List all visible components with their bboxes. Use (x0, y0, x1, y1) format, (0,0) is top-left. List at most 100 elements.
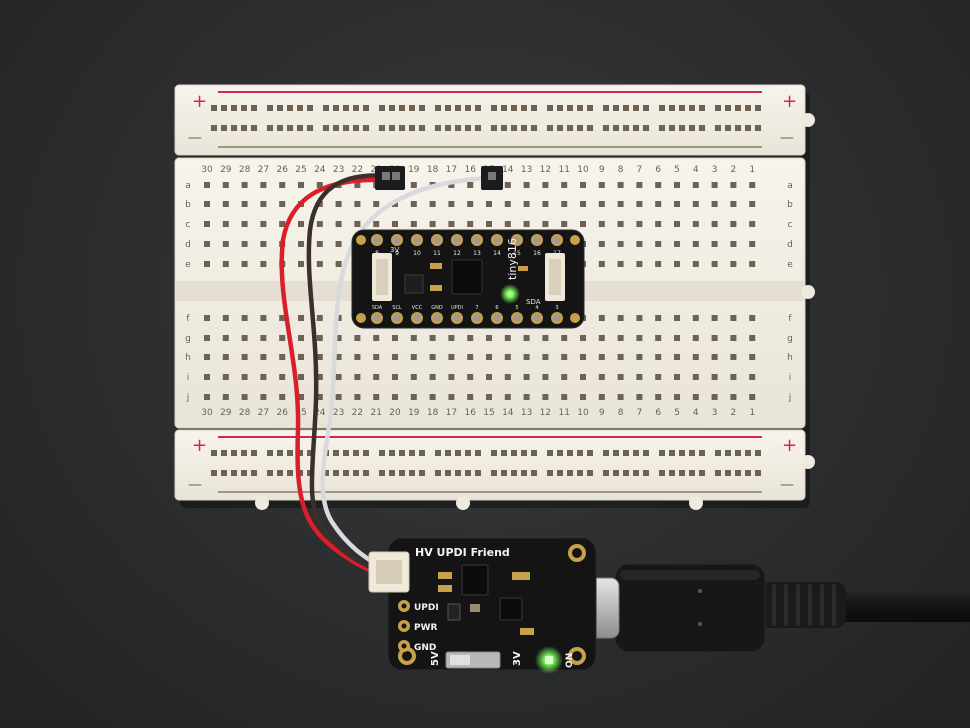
breadboard-hole (504, 182, 511, 188)
breadboard-hole (316, 182, 323, 188)
breadboard-hole (561, 182, 568, 188)
rail-hole (521, 470, 527, 476)
breadboard-hole (636, 241, 643, 247)
header-pin (382, 172, 390, 180)
header-pin (433, 236, 441, 244)
breadboard-hole (617, 241, 624, 247)
column-number: 1 (749, 408, 755, 418)
header-pin (433, 314, 441, 322)
breadboard-hole (241, 394, 248, 400)
rail-hole (353, 105, 359, 111)
column-number: 8 (618, 165, 624, 175)
rail-hole (491, 450, 497, 456)
breadboard-hole (711, 182, 718, 188)
breadboard-hole (316, 335, 323, 341)
rail-hole (689, 450, 695, 456)
breadboard-hole (204, 335, 210, 341)
breadboard-hole (523, 221, 530, 227)
nub (801, 455, 815, 469)
rail-hole (445, 105, 451, 111)
rail-hole (211, 105, 217, 111)
rail-hole (521, 450, 527, 456)
rail-hole (511, 470, 517, 476)
tiny-pin-label: 10 (413, 250, 421, 257)
tiny-pin-label: 6 (495, 305, 498, 311)
breadboard-hole (298, 221, 304, 227)
breadboard-hole (467, 182, 474, 188)
switch-label-5v: 5V (430, 651, 441, 666)
column-number: 29 (220, 165, 232, 175)
rail-hole (531, 125, 537, 131)
breadboard-hole (598, 354, 605, 360)
breadboard-hole (674, 221, 680, 227)
rail-minus-label: — (188, 477, 202, 493)
column-number: 22 (352, 408, 363, 418)
rail-hole (745, 125, 751, 131)
rail-hole (455, 125, 461, 131)
column-number: 21 (370, 408, 381, 418)
breadboard-hole (749, 201, 756, 207)
row-letter: h (185, 353, 191, 363)
breadboard-hole (749, 261, 756, 267)
breadboard-hole (711, 354, 718, 360)
breadboard-hole (260, 394, 267, 400)
rail-hole (241, 450, 247, 456)
rail-plus-label: + (192, 435, 207, 456)
row-letter: g (787, 334, 793, 344)
breadboard-hole (561, 221, 568, 227)
breadboard-hole (655, 221, 662, 227)
tiny-pin-label: UPDI (451, 305, 463, 311)
mount-hole-center (402, 651, 412, 661)
mount-hole (356, 313, 366, 323)
rail-hole (231, 470, 237, 476)
breadboard-hole (504, 374, 511, 380)
header-pin (373, 236, 381, 244)
rail-hole (231, 125, 237, 131)
header-pin (413, 314, 421, 322)
row-letter: f (788, 314, 792, 324)
breadboard-hole (279, 182, 286, 188)
breadboard-hole (617, 374, 624, 380)
breadboard-hole (429, 354, 436, 360)
tiny-chip-label: tiny816 (506, 238, 519, 280)
breadboard-hole (730, 201, 737, 207)
rail-hole (531, 105, 537, 111)
breadboard-hole (410, 394, 417, 400)
column-number: 25 (295, 408, 306, 418)
breadboard-hole (711, 221, 718, 227)
breadboard-hole (467, 201, 474, 207)
rail-hole (745, 450, 751, 456)
rail-hole (419, 470, 425, 476)
breadboard-hole (617, 354, 624, 360)
breadboard-hole (316, 374, 323, 380)
breadboard-hole (730, 374, 737, 380)
tiny-pin-label: 9 (395, 250, 399, 257)
rail-hole (277, 105, 283, 111)
rail-hole (603, 125, 609, 131)
smd-component (520, 628, 534, 635)
breadboard-hole (335, 201, 342, 207)
breadboard-hole (448, 221, 455, 227)
stemma-inner (549, 259, 561, 295)
rail-hole (643, 470, 649, 476)
rail-hole (547, 470, 553, 476)
rail-hole (587, 470, 593, 476)
rail-hole (455, 105, 461, 111)
breadboard-hole (598, 315, 605, 321)
rail-hole (465, 470, 471, 476)
rail-hole (689, 105, 695, 111)
rail-hole (297, 450, 303, 456)
rail-hole (623, 450, 629, 456)
breadboard-hole (580, 201, 586, 207)
rail-hole (735, 125, 741, 131)
breadboard-hole (204, 201, 210, 207)
switch-knob[interactable] (450, 655, 470, 665)
breadboard-hole (448, 335, 455, 341)
rail-hole (557, 105, 563, 111)
rail-hole (363, 105, 369, 111)
rail-hole (475, 470, 481, 476)
rail-hole (501, 470, 507, 476)
breadboard-hole (410, 182, 417, 188)
